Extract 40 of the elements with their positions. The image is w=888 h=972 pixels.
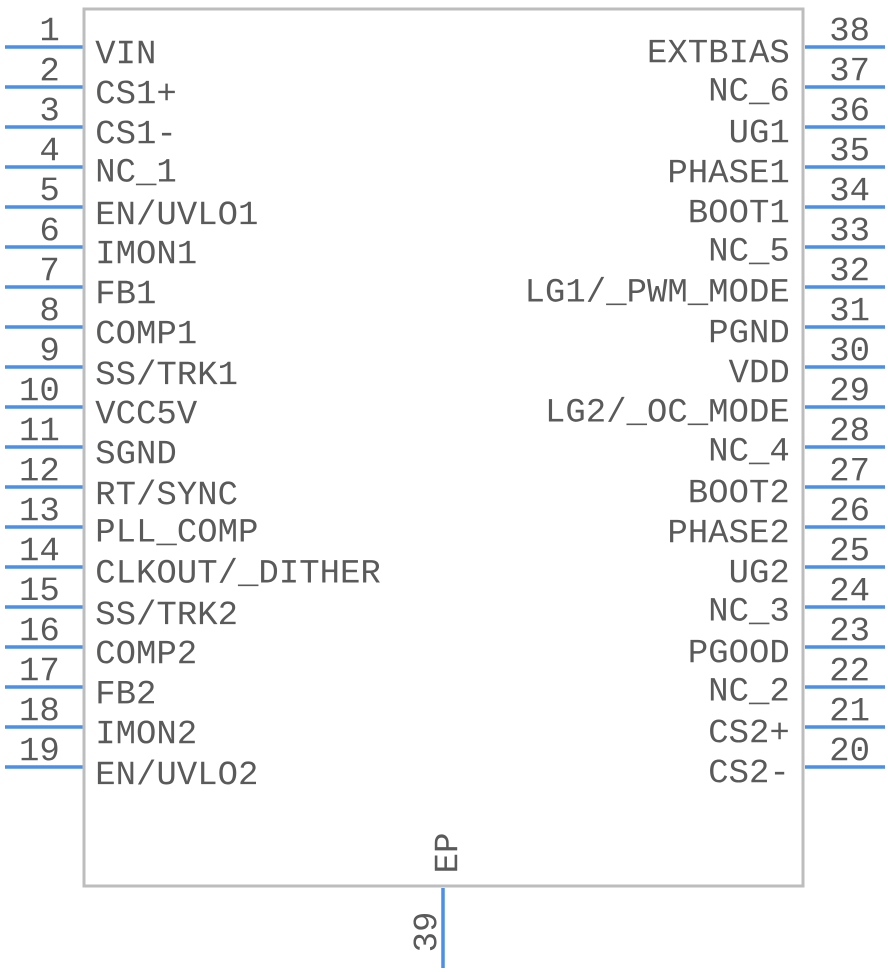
pin-name: EN/UVLO2 bbox=[98, 760, 256, 784]
pin-name: NC_6 bbox=[710, 78, 788, 104]
pin-name: CLKOUT/_DITHER bbox=[97, 558, 380, 586]
pin-name: NC_3 bbox=[710, 598, 788, 624]
pin-name: SS/TRK2 bbox=[96, 600, 236, 624]
pin-name: PLL_COMP bbox=[98, 518, 257, 546]
pin-name: COMP2 bbox=[97, 640, 195, 664]
pin-name: UG1 bbox=[730, 119, 788, 143]
pin-name: EP bbox=[434, 834, 458, 871]
pin-name: EN/UVLO1 bbox=[98, 200, 257, 224]
pin-name: LG1/_PWM_MODE bbox=[528, 276, 788, 306]
pin-name: SS/TRK1 bbox=[96, 360, 236, 384]
pin-name: LG2/_OC_MODE bbox=[548, 396, 788, 426]
pin-name: IMON2 bbox=[98, 720, 195, 744]
pin-name: FB1 bbox=[98, 280, 155, 304]
pin-name: VIN bbox=[95, 40, 154, 64]
pin-name: PHASE1 bbox=[670, 159, 788, 183]
pin-name: NC_2 bbox=[710, 678, 788, 704]
pin-name: PGND bbox=[710, 319, 788, 343]
pin-name: UG2 bbox=[730, 559, 788, 583]
pin-name: IMON1 bbox=[98, 240, 196, 264]
pin-name: CS2- bbox=[710, 759, 784, 783]
pin-name: FB2 bbox=[98, 680, 154, 704]
pin-name: CS1+ bbox=[97, 80, 175, 104]
pin-name: CS1- bbox=[97, 120, 172, 144]
pin-name: PGOOD bbox=[690, 639, 788, 663]
chip-body bbox=[82, 8, 804, 888]
pin-name: NC_4 bbox=[710, 438, 788, 464]
pin-name: VDD bbox=[728, 360, 788, 382]
pin-name: RT/SYNC bbox=[98, 480, 237, 504]
pin-name: EXTBIAS bbox=[650, 39, 788, 63]
pin-name: BOOT2 bbox=[690, 479, 788, 503]
pin-name: SGND bbox=[96, 440, 176, 464]
pin-name: PHASE2 bbox=[670, 519, 788, 543]
pin-name: VCC5V bbox=[95, 400, 198, 424]
pin-name: NC_5 bbox=[710, 238, 788, 264]
pin-name: COMP1 bbox=[97, 320, 196, 344]
pin-name: NC_1 bbox=[98, 158, 176, 186]
pin-name: BOOT1 bbox=[690, 199, 788, 223]
pin-name: CS2+ bbox=[710, 719, 788, 743]
